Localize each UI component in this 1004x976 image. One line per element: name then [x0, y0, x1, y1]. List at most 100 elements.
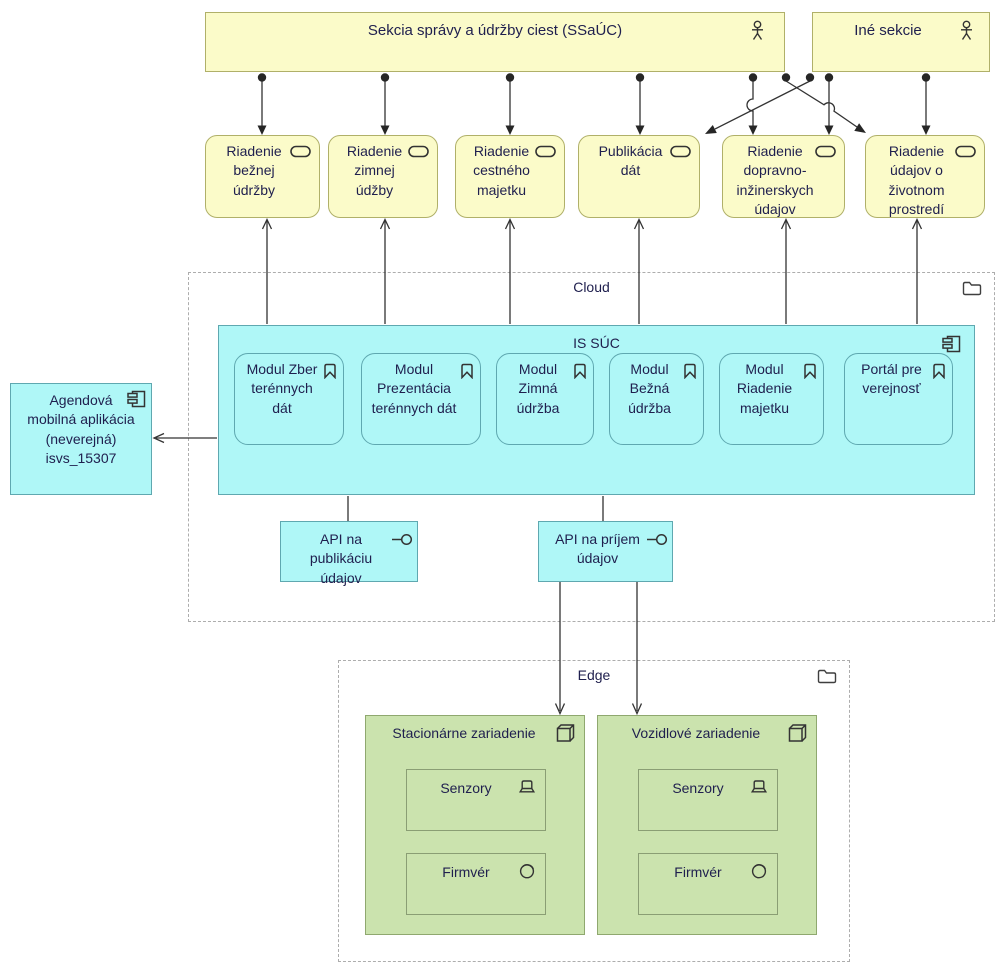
component-senzory[interactable]: Senzory [406, 769, 546, 831]
arrowhead-filled [824, 125, 834, 135]
device-label: Stacionárne zariadenie [392, 725, 536, 741]
assignment-ball [505, 73, 515, 82]
component-label: Senzory [672, 780, 724, 796]
component-label: Firmvér [442, 864, 490, 880]
assignment-ssauc-service5 [746, 81, 754, 126]
assignment-ball [921, 73, 931, 82]
interface-api-na-prijem-udajov[interactable]: API na príjem údajov [538, 521, 673, 582]
device-label: Vozidlové zariadenie [631, 725, 761, 741]
component-label: Firmvér [674, 864, 722, 880]
service-label: Riadenie cestného majetku [473, 143, 530, 198]
module-bezna-udrzba[interactable]: Modul Bežná údržba [609, 353, 704, 445]
cloud-group-label: Cloud [573, 279, 610, 295]
arrowhead-filled [380, 125, 390, 135]
module-label: Portál pre verejnosť [861, 361, 922, 397]
assignment-ball [805, 73, 815, 82]
interface-api-na-publikaciu-udajov[interactable]: API na publikáciu údajov [280, 521, 418, 586]
service-label: Riadenie zimnej údžby [346, 143, 403, 198]
api-label: API na publikáciu údajov [309, 531, 373, 586]
service-label: Riadenie dopravno-inžinerskych údajov [736, 143, 814, 217]
assignment-ine-service4 [714, 80, 811, 130]
business-service-icon [670, 145, 692, 158]
arrowhead-open [911, 217, 923, 230]
service-riadenie-beznej-udrzby[interactable]: Riadenie bežnej údržby [205, 135, 320, 218]
edge-group[interactable]: Edge [338, 660, 850, 962]
arrowhead-filled [505, 125, 515, 135]
service-label: Riadenie údajov o životnom prostredí [888, 143, 945, 217]
module-label: Modul Bežná údržba [628, 361, 671, 416]
arrowhead-open [261, 217, 273, 230]
business-service-icon [955, 145, 977, 158]
application-component-icon [127, 390, 146, 408]
business-actor-icon [958, 20, 975, 41]
arrowhead-filled [748, 125, 758, 135]
assignment-ball [257, 73, 267, 82]
assignment-ball [824, 73, 834, 82]
folder-icon [962, 281, 982, 296]
interface-icon [646, 533, 668, 546]
module-riadenie-majetku[interactable]: Modul Riadenie majetku [719, 353, 824, 445]
assignment-ball [781, 73, 791, 82]
cloud-group[interactable]: Cloud [188, 272, 995, 622]
actor-ssauc-label: Sekcia správy a údržby ciest (SSaÚC) [367, 22, 623, 39]
module-zimna-udrzba[interactable]: Modul Zimná údržba [496, 353, 594, 445]
is-suc-title: IS SÚC [573, 335, 620, 351]
node-device-icon [555, 723, 576, 743]
arrowhead-open [780, 217, 792, 230]
business-service-icon [535, 145, 557, 158]
sensor-device-icon [750, 779, 768, 794]
application-function-icon [931, 362, 947, 380]
module-label: Modul Riadenie majetku [736, 361, 793, 416]
application-function-icon [572, 362, 588, 380]
device-vozidlove-zariadenie[interactable]: Vozidlové zariadenie Senzory Firmvér [597, 715, 817, 935]
application-component-icon [942, 335, 961, 353]
service-riadenie-cestneho-majetku[interactable]: Riadenie cestného majetku [455, 135, 565, 218]
arrowhead-open [379, 217, 391, 230]
api-label: API na príjem údajov [555, 531, 640, 567]
module-zber-terennych-dat[interactable]: Modul Zber terénnych dát [234, 353, 344, 445]
module-label: Modul Zimná údržba [516, 361, 560, 416]
service-publikacia-dat[interactable]: Publikácia dát [578, 135, 700, 218]
interface-icon [391, 533, 413, 546]
service-label: Publikácia dát [598, 143, 663, 179]
module-prezentacia-terennych-dat[interactable]: Modul Prezentácia terénnych dát [361, 353, 481, 445]
module-label: Modul Zber terénnych dát [246, 361, 318, 416]
service-riadenie-dopravno-inzinerskych-udajov[interactable]: Riadenie dopravno-inžinerskych údajov [722, 135, 845, 218]
component-label: Senzory [440, 780, 492, 796]
service-riadenie-zimnej-udzby[interactable]: Riadenie zimnej údžby [328, 135, 438, 218]
business-service-icon [408, 145, 430, 158]
arrowhead-filled [705, 125, 717, 134]
assignment-ssauc-service6 [785, 80, 858, 128]
arrowhead-filled [635, 125, 645, 135]
module-portal-pre-verejnost[interactable]: Portál pre verejnosť [844, 353, 953, 445]
actor-ssauc[interactable]: Sekcia správy a údržby ciest (SSaÚC) [205, 12, 785, 72]
system-software-icon [518, 861, 537, 880]
assignment-ball [748, 73, 758, 82]
actor-ine-sekcie[interactable]: Iné sekcie [812, 12, 990, 72]
application-function-icon [322, 362, 338, 380]
system-software-icon [750, 861, 769, 880]
arrowhead-open [504, 217, 516, 230]
application-is-suc[interactable]: IS SÚC Modul Zber terénnych dát Modul Pr… [218, 325, 975, 495]
application-function-icon [682, 362, 698, 380]
application-agendova-mobilna-aplikacia[interactable]: Agendová mobilná aplikácia (neverejná) i… [10, 383, 152, 495]
node-device-icon [787, 723, 808, 743]
sensor-device-icon [518, 779, 536, 794]
module-label: Modul Prezentácia terénnych dát [371, 361, 457, 416]
business-actor-icon [749, 20, 766, 41]
actor-ine-sekcie-label: Iné sekcie [854, 22, 922, 39]
arrowhead-filled [257, 125, 267, 135]
folder-icon [817, 669, 837, 684]
component-firmver[interactable]: Firmvér [406, 853, 546, 915]
service-label: Riadenie bežnej údržby [226, 143, 282, 198]
assignment-ball [635, 73, 645, 82]
component-senzory[interactable]: Senzory [638, 769, 778, 831]
service-riadenie-udajov-o-zivotnom-prostredi[interactable]: Riadenie údajov o životnom prostredí [865, 135, 985, 218]
arrowhead-filled [921, 125, 931, 135]
mobile-app-label: Agendová mobilná aplikácia (neverejná) i… [27, 392, 135, 466]
application-function-icon [459, 362, 475, 380]
component-firmver[interactable]: Firmvér [638, 853, 778, 915]
assignment-ball [380, 73, 390, 82]
device-stacionarne-zariadenie[interactable]: Stacionárne zariadenie Senzory Firmvér [365, 715, 585, 935]
